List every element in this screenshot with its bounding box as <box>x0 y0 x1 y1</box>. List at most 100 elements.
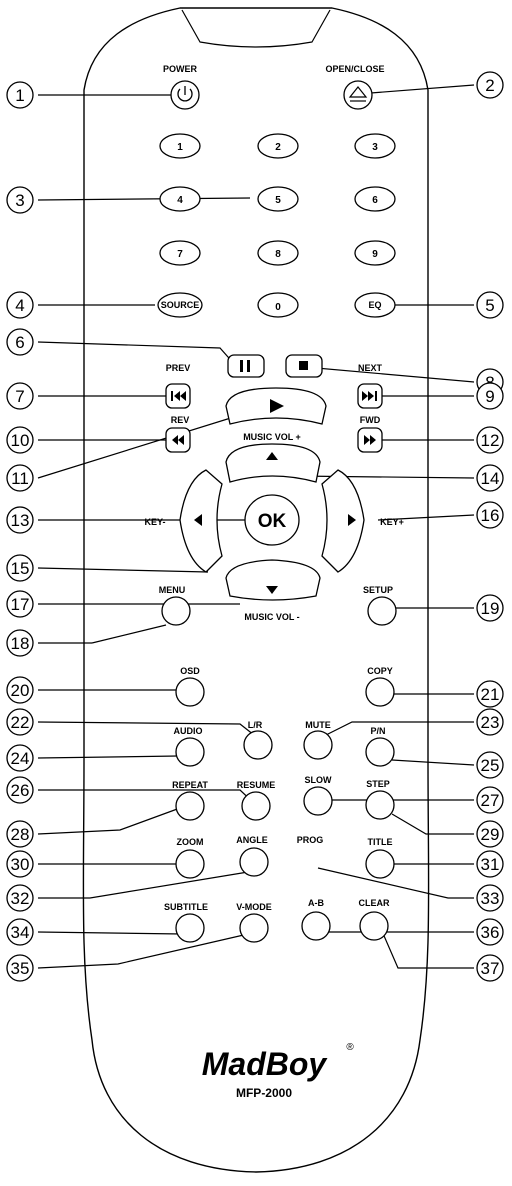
svg-text:3: 3 <box>372 142 378 153</box>
v-mode-button[interactable] <box>239 913 269 943</box>
lr-label: L/R <box>248 720 263 730</box>
play-icon <box>270 399 284 413</box>
callout-31: 31 <box>476 850 504 878</box>
digit-button-9[interactable]: 9 <box>354 240 396 266</box>
audio-label: AUDIO <box>174 726 203 736</box>
slow-label: SLOW <box>305 775 333 785</box>
callout-12: 12 <box>476 426 504 454</box>
svg-text:11: 11 <box>11 469 29 488</box>
stop-button[interactable] <box>285 354 323 378</box>
svg-text:31: 31 <box>481 855 500 874</box>
remote-top-notch <box>181 9 331 48</box>
callout-35: 35 <box>6 954 34 982</box>
zoom-button[interactable] <box>175 849 205 879</box>
svg-text:24: 24 <box>11 749 30 768</box>
model-label: MFP-2000 <box>236 1086 292 1100</box>
pn-button[interactable] <box>365 737 395 767</box>
prev-button[interactable] <box>165 383 191 409</box>
digit-button-1[interactable]: 1 <box>159 133 201 159</box>
digit-button-4[interactable]: 4 <box>159 186 201 212</box>
menu-button[interactable] <box>161 596 191 626</box>
angle-button[interactable] <box>239 847 269 877</box>
open-close-button[interactable] <box>343 80 373 110</box>
svg-text:8: 8 <box>275 249 281 260</box>
svg-text:1: 1 <box>177 142 183 153</box>
fwd-button[interactable] <box>357 427 383 453</box>
callout-21: 21 <box>476 680 504 708</box>
copy-button[interactable] <box>365 677 395 707</box>
right-button[interactable] <box>321 469 365 573</box>
up-button[interactable] <box>225 443 321 483</box>
svg-text:4: 4 <box>177 195 183 206</box>
down-button[interactable] <box>225 559 321 601</box>
step-button[interactable] <box>365 790 395 820</box>
source-button[interactable]: SOURCE <box>157 292 203 318</box>
callout-4: 4 <box>6 291 34 319</box>
svg-text:34: 34 <box>11 923 30 942</box>
arrow-left-icon <box>194 514 202 526</box>
registered-mark: ® <box>346 1042 354 1053</box>
left-button[interactable] <box>179 469 223 573</box>
callout-7: 7 <box>6 382 34 410</box>
svg-text:5: 5 <box>275 195 281 206</box>
audio-button[interactable] <box>175 737 205 767</box>
callouts: 1 2 3 4 5 6 7 8 9 10 11 12 13 14 15 16 1… <box>6 71 504 982</box>
callout-34: 34 <box>6 918 34 946</box>
svg-text:32: 32 <box>11 889 30 908</box>
svg-text:2: 2 <box>275 142 281 153</box>
svg-text:13: 13 <box>11 511 30 530</box>
a-b-label: A-B <box>308 898 324 908</box>
osd-button[interactable] <box>175 677 205 707</box>
digit-button-6[interactable]: 6 <box>354 186 396 212</box>
svg-text:20: 20 <box>11 681 30 700</box>
setup-label: SETUP <box>363 585 393 595</box>
digit-button-0[interactable]: 0 <box>257 292 299 318</box>
repeat-label: REPEAT <box>172 780 208 790</box>
callout-1: 1 <box>6 81 34 109</box>
callout-28: 28 <box>6 820 34 848</box>
digit-button-2[interactable]: 2 <box>257 133 299 159</box>
next-button[interactable] <box>357 383 383 409</box>
eject-icon <box>348 86 368 102</box>
clear-label: CLEAR <box>359 898 390 908</box>
svg-text:22: 22 <box>11 713 30 732</box>
digit-button-3[interactable]: 3 <box>354 133 396 159</box>
digit-button-5[interactable]: 5 <box>257 186 299 212</box>
clear-button[interactable] <box>359 911 389 941</box>
power-button[interactable] <box>170 80 200 110</box>
callout-2: 2 <box>476 71 504 99</box>
digit-button-8[interactable]: 8 <box>257 240 299 266</box>
mute-button[interactable] <box>303 730 333 760</box>
repeat-button[interactable] <box>175 791 205 821</box>
pause-button[interactable] <box>227 354 265 378</box>
callout-23: 23 <box>476 708 504 736</box>
resume-label: RESUME <box>237 780 276 790</box>
play-button[interactable] <box>225 387 327 425</box>
callout-11: 11 <box>6 464 34 492</box>
subtitle-button[interactable] <box>175 913 205 943</box>
svg-text:16: 16 <box>481 506 500 525</box>
svg-text:23: 23 <box>481 713 500 732</box>
a-b-button[interactable] <box>301 911 331 941</box>
rev-button[interactable] <box>165 427 191 453</box>
callout-30: 30 <box>6 850 34 878</box>
lr-button[interactable] <box>243 730 273 760</box>
callout-25: 25 <box>476 751 504 779</box>
title-button[interactable] <box>365 849 395 879</box>
power-label: POWER <box>163 64 198 74</box>
key-plus-label: KEY+ <box>380 517 404 527</box>
setup-button[interactable] <box>367 596 397 626</box>
slow-button[interactable] <box>303 786 333 816</box>
step-label: STEP <box>366 779 390 789</box>
callout-24: 24 <box>6 744 34 772</box>
callout-3: 3 <box>6 186 34 214</box>
resume-button[interactable] <box>241 791 271 821</box>
digit-button-7[interactable]: 7 <box>159 240 201 266</box>
eq-button[interactable]: EQ <box>354 292 396 318</box>
ok-button[interactable]: OK <box>244 494 300 546</box>
arrow-down-icon <box>266 586 278 594</box>
subtitle-label: SUBTITLE <box>164 902 208 912</box>
pause-icon <box>240 360 250 372</box>
